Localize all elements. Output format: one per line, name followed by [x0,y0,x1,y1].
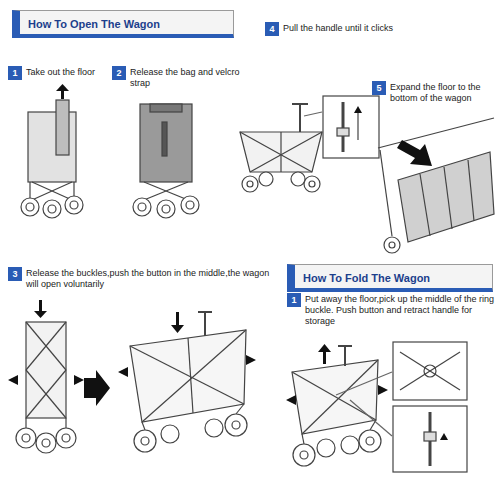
header-text: How To Open The Wagon [28,18,160,30]
step-number-text: 3 [12,270,17,279]
step-number-text: 2 [116,69,121,78]
step-number: 3 [8,267,22,281]
header-text: How To Fold The Wagon [303,272,430,284]
section-header: How To Fold The Wagon [287,264,493,292]
step-instruction: Put away the floor,pick up the middle of… [305,294,495,327]
step-number: 1 [287,293,301,307]
section-header: How To Open The Wagon [12,10,234,38]
step-instruction: Release the buckles,push the button in t… [26,268,270,290]
step-number: 5 [372,81,386,95]
step-instruction: Release the bag and velcro strap [130,67,258,89]
step-number: 4 [265,22,279,36]
step-instruction: Pull the handle until it clicks [283,23,488,34]
step-number-text: 5 [376,84,381,93]
step-instruction: Take out the floor [26,67,110,78]
step-number: 1 [8,66,22,80]
step-number-text: 1 [291,296,296,305]
step-number: 2 [112,66,126,80]
step-instruction: Expand the floor to the bottom of the wa… [390,82,494,104]
step-number-text: 4 [269,25,274,34]
step-number-text: 1 [12,69,17,78]
